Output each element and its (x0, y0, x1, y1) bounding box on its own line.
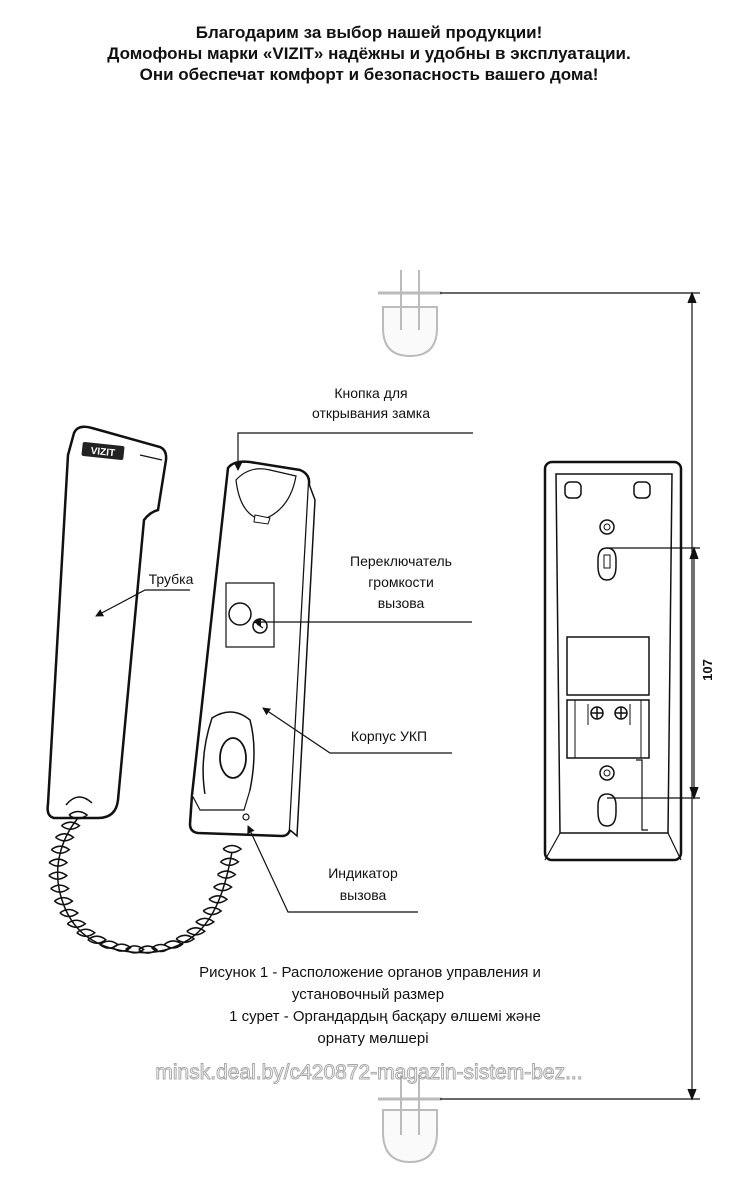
label-handset: Трубка (149, 571, 194, 587)
label-indicator-1: Индикатор (328, 865, 398, 881)
caption-line-2: установочный размер (292, 986, 444, 1003)
top-screw-icon (378, 270, 442, 358)
caption-line-3: 1 сурет - Органдардың басқару өлшемі жән… (229, 1008, 541, 1025)
back-plate (543, 460, 683, 862)
coiled-cord (48, 810, 243, 954)
label-lock-button-2: открывания замка (312, 405, 430, 421)
label-volume-2: громкости (368, 574, 434, 590)
caption-line-4: орнату мөлшері (317, 1030, 428, 1047)
label-volume-3: вызова (378, 595, 425, 611)
header: Благодарим за выбор нашей продукции! Дом… (0, 22, 738, 85)
bottom-screw-icon (378, 1075, 442, 1164)
handset-drawing: VIZIT (46, 425, 168, 820)
label-body: Корпус УКП (351, 728, 427, 744)
mount-dimension (607, 546, 700, 800)
header-line-1: Благодарим за выбор нашей продукции! (195, 23, 543, 42)
label-lock-button-1: Кнопка для (334, 385, 407, 401)
brand-logo: VIZIT (90, 446, 115, 459)
caption-line-1: Рисунок 1 - Расположение органов управле… (199, 964, 541, 981)
watermark: minsk.deal.by/c420872-magazin-sistem-bez… (155, 1061, 582, 1084)
label-volume-1: Переключатель (350, 553, 452, 569)
dimension-value: 107 (700, 659, 715, 681)
header-line-2: Домофоны марки «VIZIT» надёжны и удобны … (107, 44, 631, 63)
callout-lines (95, 432, 473, 913)
intercom-body-drawing (188, 460, 316, 838)
header-line-3: Они обеспечат комфорт и безопасность ваш… (139, 65, 599, 84)
label-indicator-2: вызова (340, 887, 387, 903)
outer-dimension (440, 291, 700, 1101)
